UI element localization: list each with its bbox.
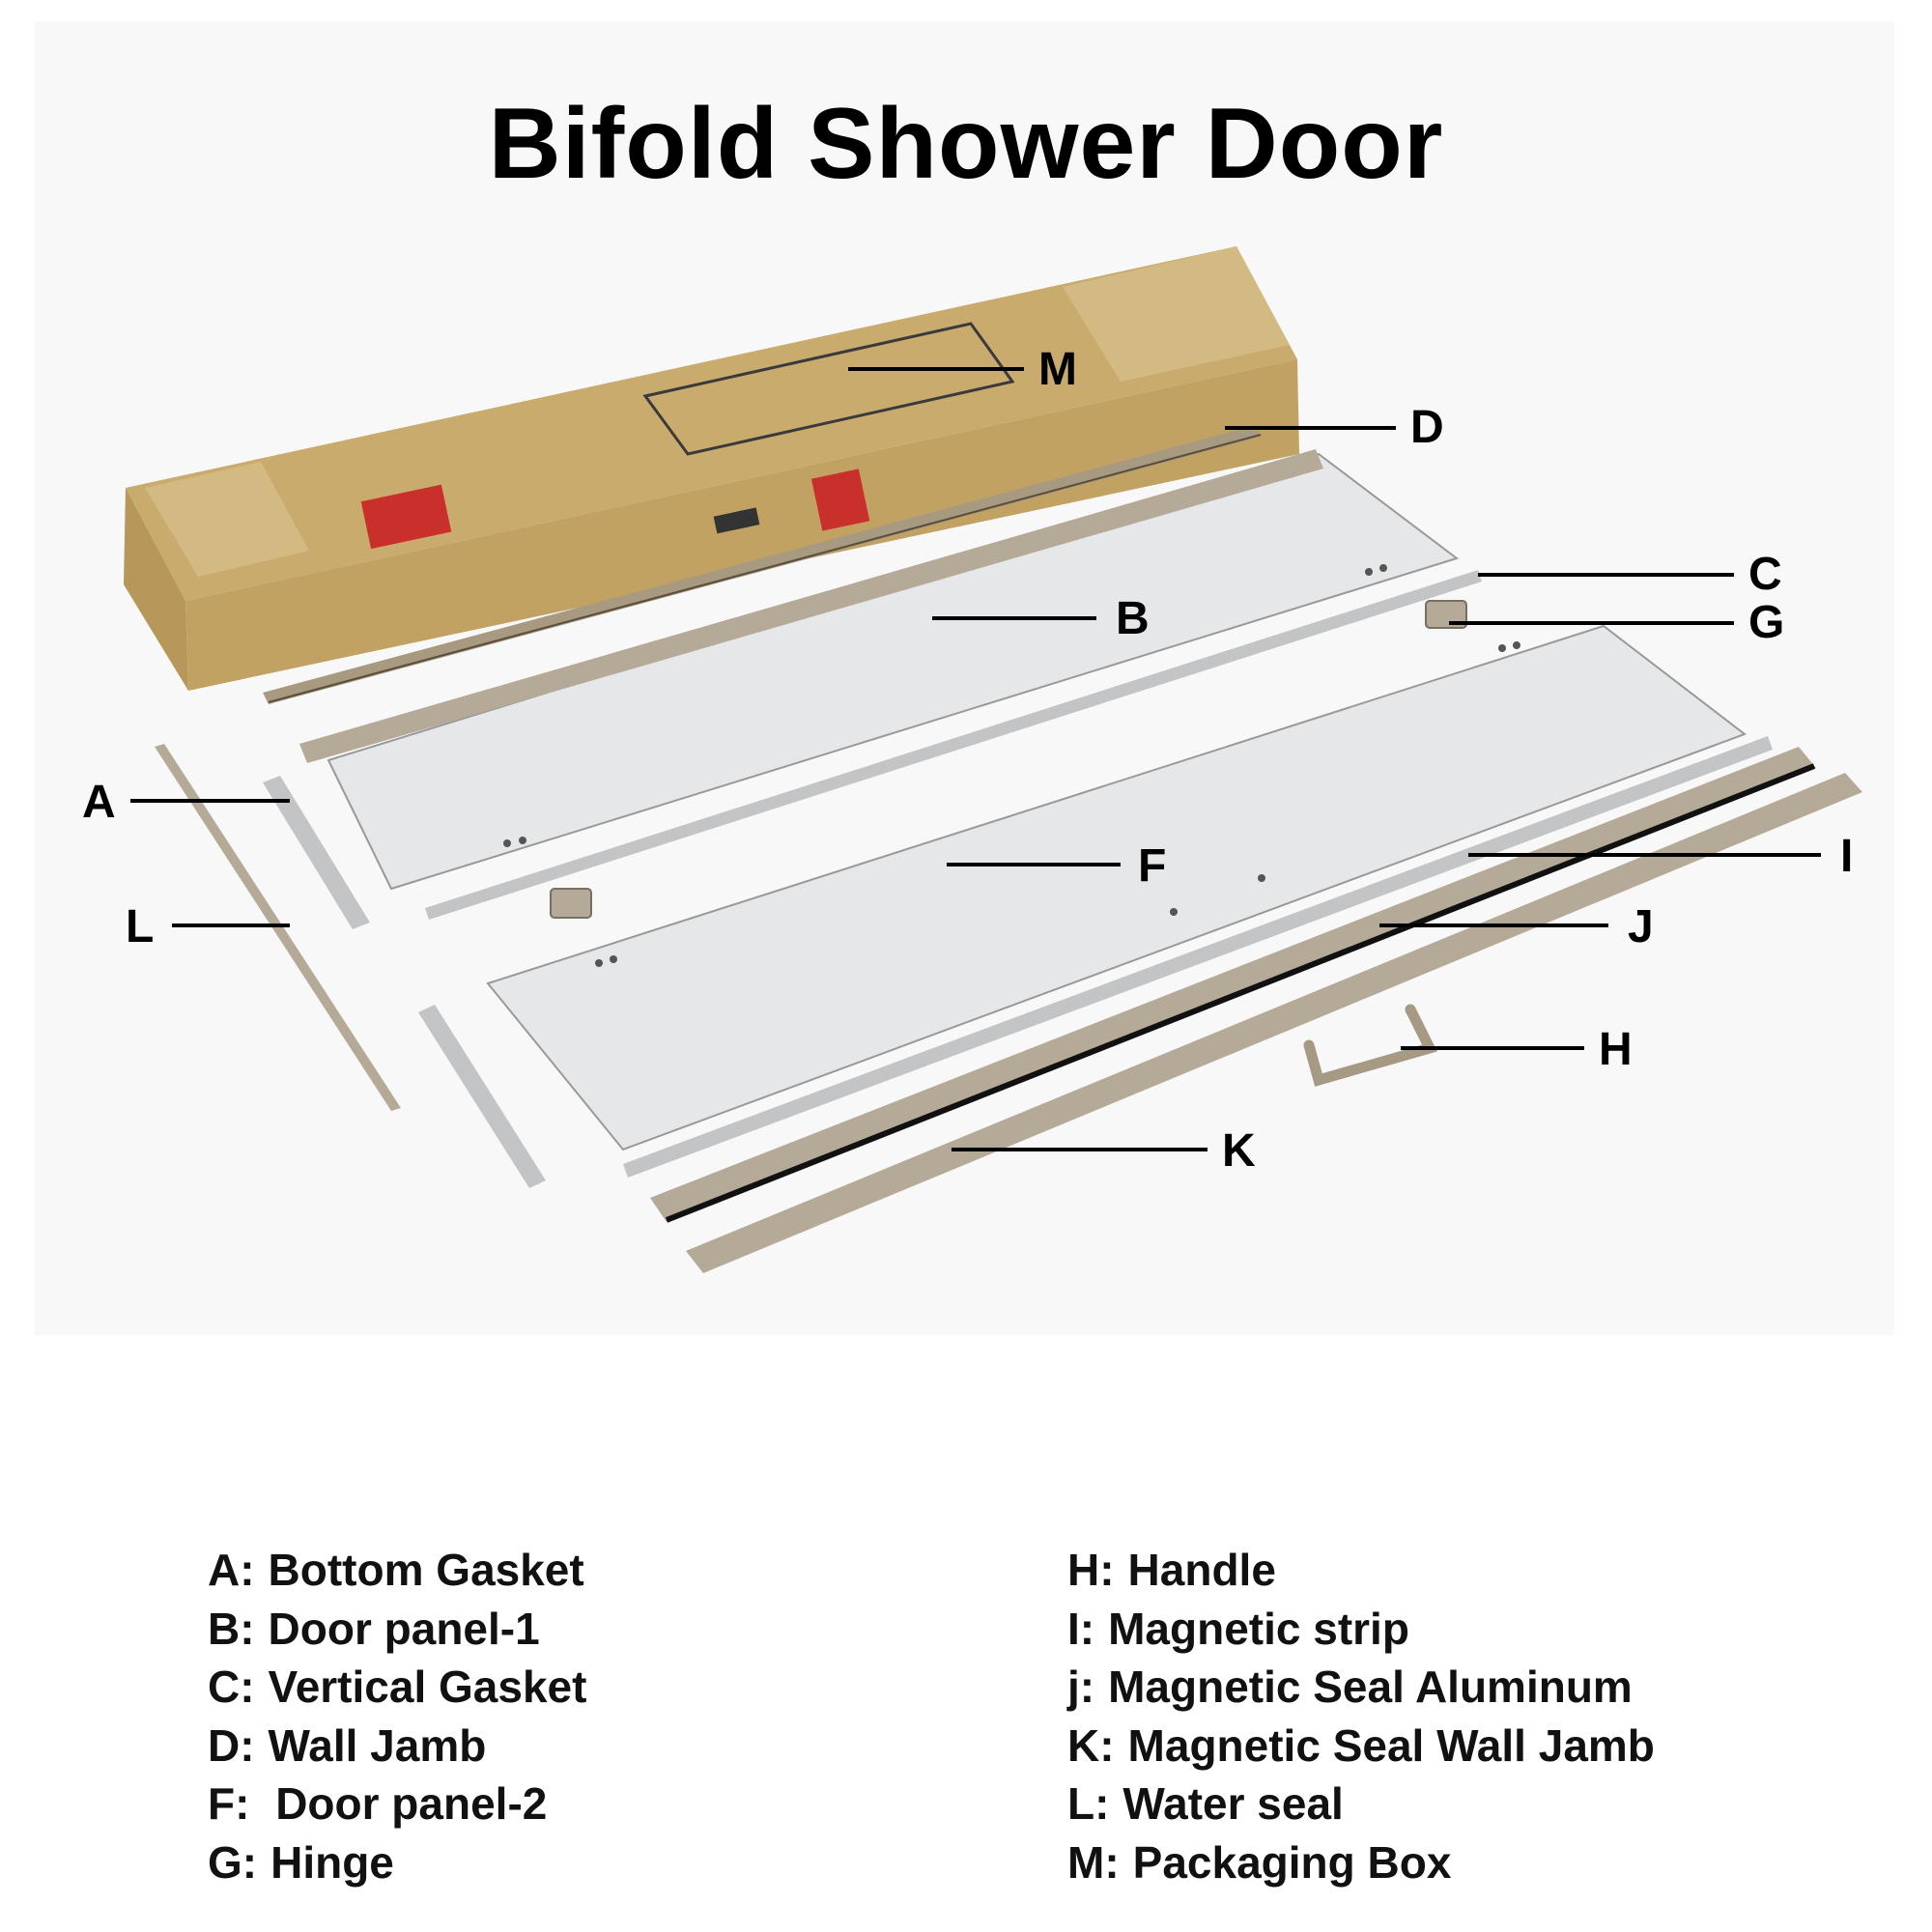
packaging-box [124, 246, 1299, 691]
wall-jamb [263, 425, 1262, 704]
legend-item-l: L:Water seal [1067, 1778, 1344, 1829]
legend-item-i: I:Magnetic strip [1067, 1603, 1409, 1654]
callout-A: A [82, 777, 116, 828]
callout-G: G [1748, 597, 1784, 648]
legend-item-m: M:Packaging Box [1067, 1836, 1452, 1888]
magnetic-seal-aluminum [650, 747, 1816, 1223]
callout-M: M [1038, 344, 1077, 395]
legend-item-h: H:Handle [1067, 1545, 1276, 1595]
magnetic-strip [623, 736, 1773, 1178]
callout-K: K [1222, 1125, 1256, 1177]
leader-lines [130, 367, 1821, 1151]
legend-item-b: B:Door panel-1 [208, 1603, 540, 1654]
vertical-gasket [425, 570, 1482, 920]
callout-L: L [126, 901, 154, 952]
legend-item-c: C:Vertical Gasket [208, 1662, 587, 1712]
callout-F: F [1138, 840, 1166, 892]
door-panel-2 [486, 624, 1747, 1151]
callout-B: B [1116, 593, 1150, 644]
bottom-gasket [263, 776, 546, 1188]
legend-item-d: D:Wall Jamb [208, 1719, 487, 1771]
legend-item-f: F: Door panel-2 [208, 1778, 548, 1829]
legend-item-a: A:Bottom Gasket [208, 1545, 584, 1595]
callout-J: J [1628, 901, 1654, 952]
door-panel-1 [299, 449, 1460, 891]
callout-H: H [1599, 1024, 1633, 1075]
callout-D: D [1410, 402, 1444, 453]
legend-item-k: K:Magnetic Seal Wall Jamb [1067, 1719, 1655, 1771]
legend-right-column: H:Handle I:Magnetic strip j:Magnetic Sea… [1067, 1541, 1655, 1891]
legend-item-g: G:Hinge [208, 1836, 394, 1888]
handle [1303, 1004, 1437, 1087]
page-title: Bifold Shower Door [488, 88, 1444, 200]
legend-left-column: A:Bottom Gasket B:Door panel-1 C:Vertica… [208, 1541, 586, 1891]
callout-I: I [1840, 831, 1853, 882]
callout-C: C [1748, 549, 1782, 600]
legend-item-j: j:Magnetic Seal Aluminum [1067, 1662, 1633, 1712]
